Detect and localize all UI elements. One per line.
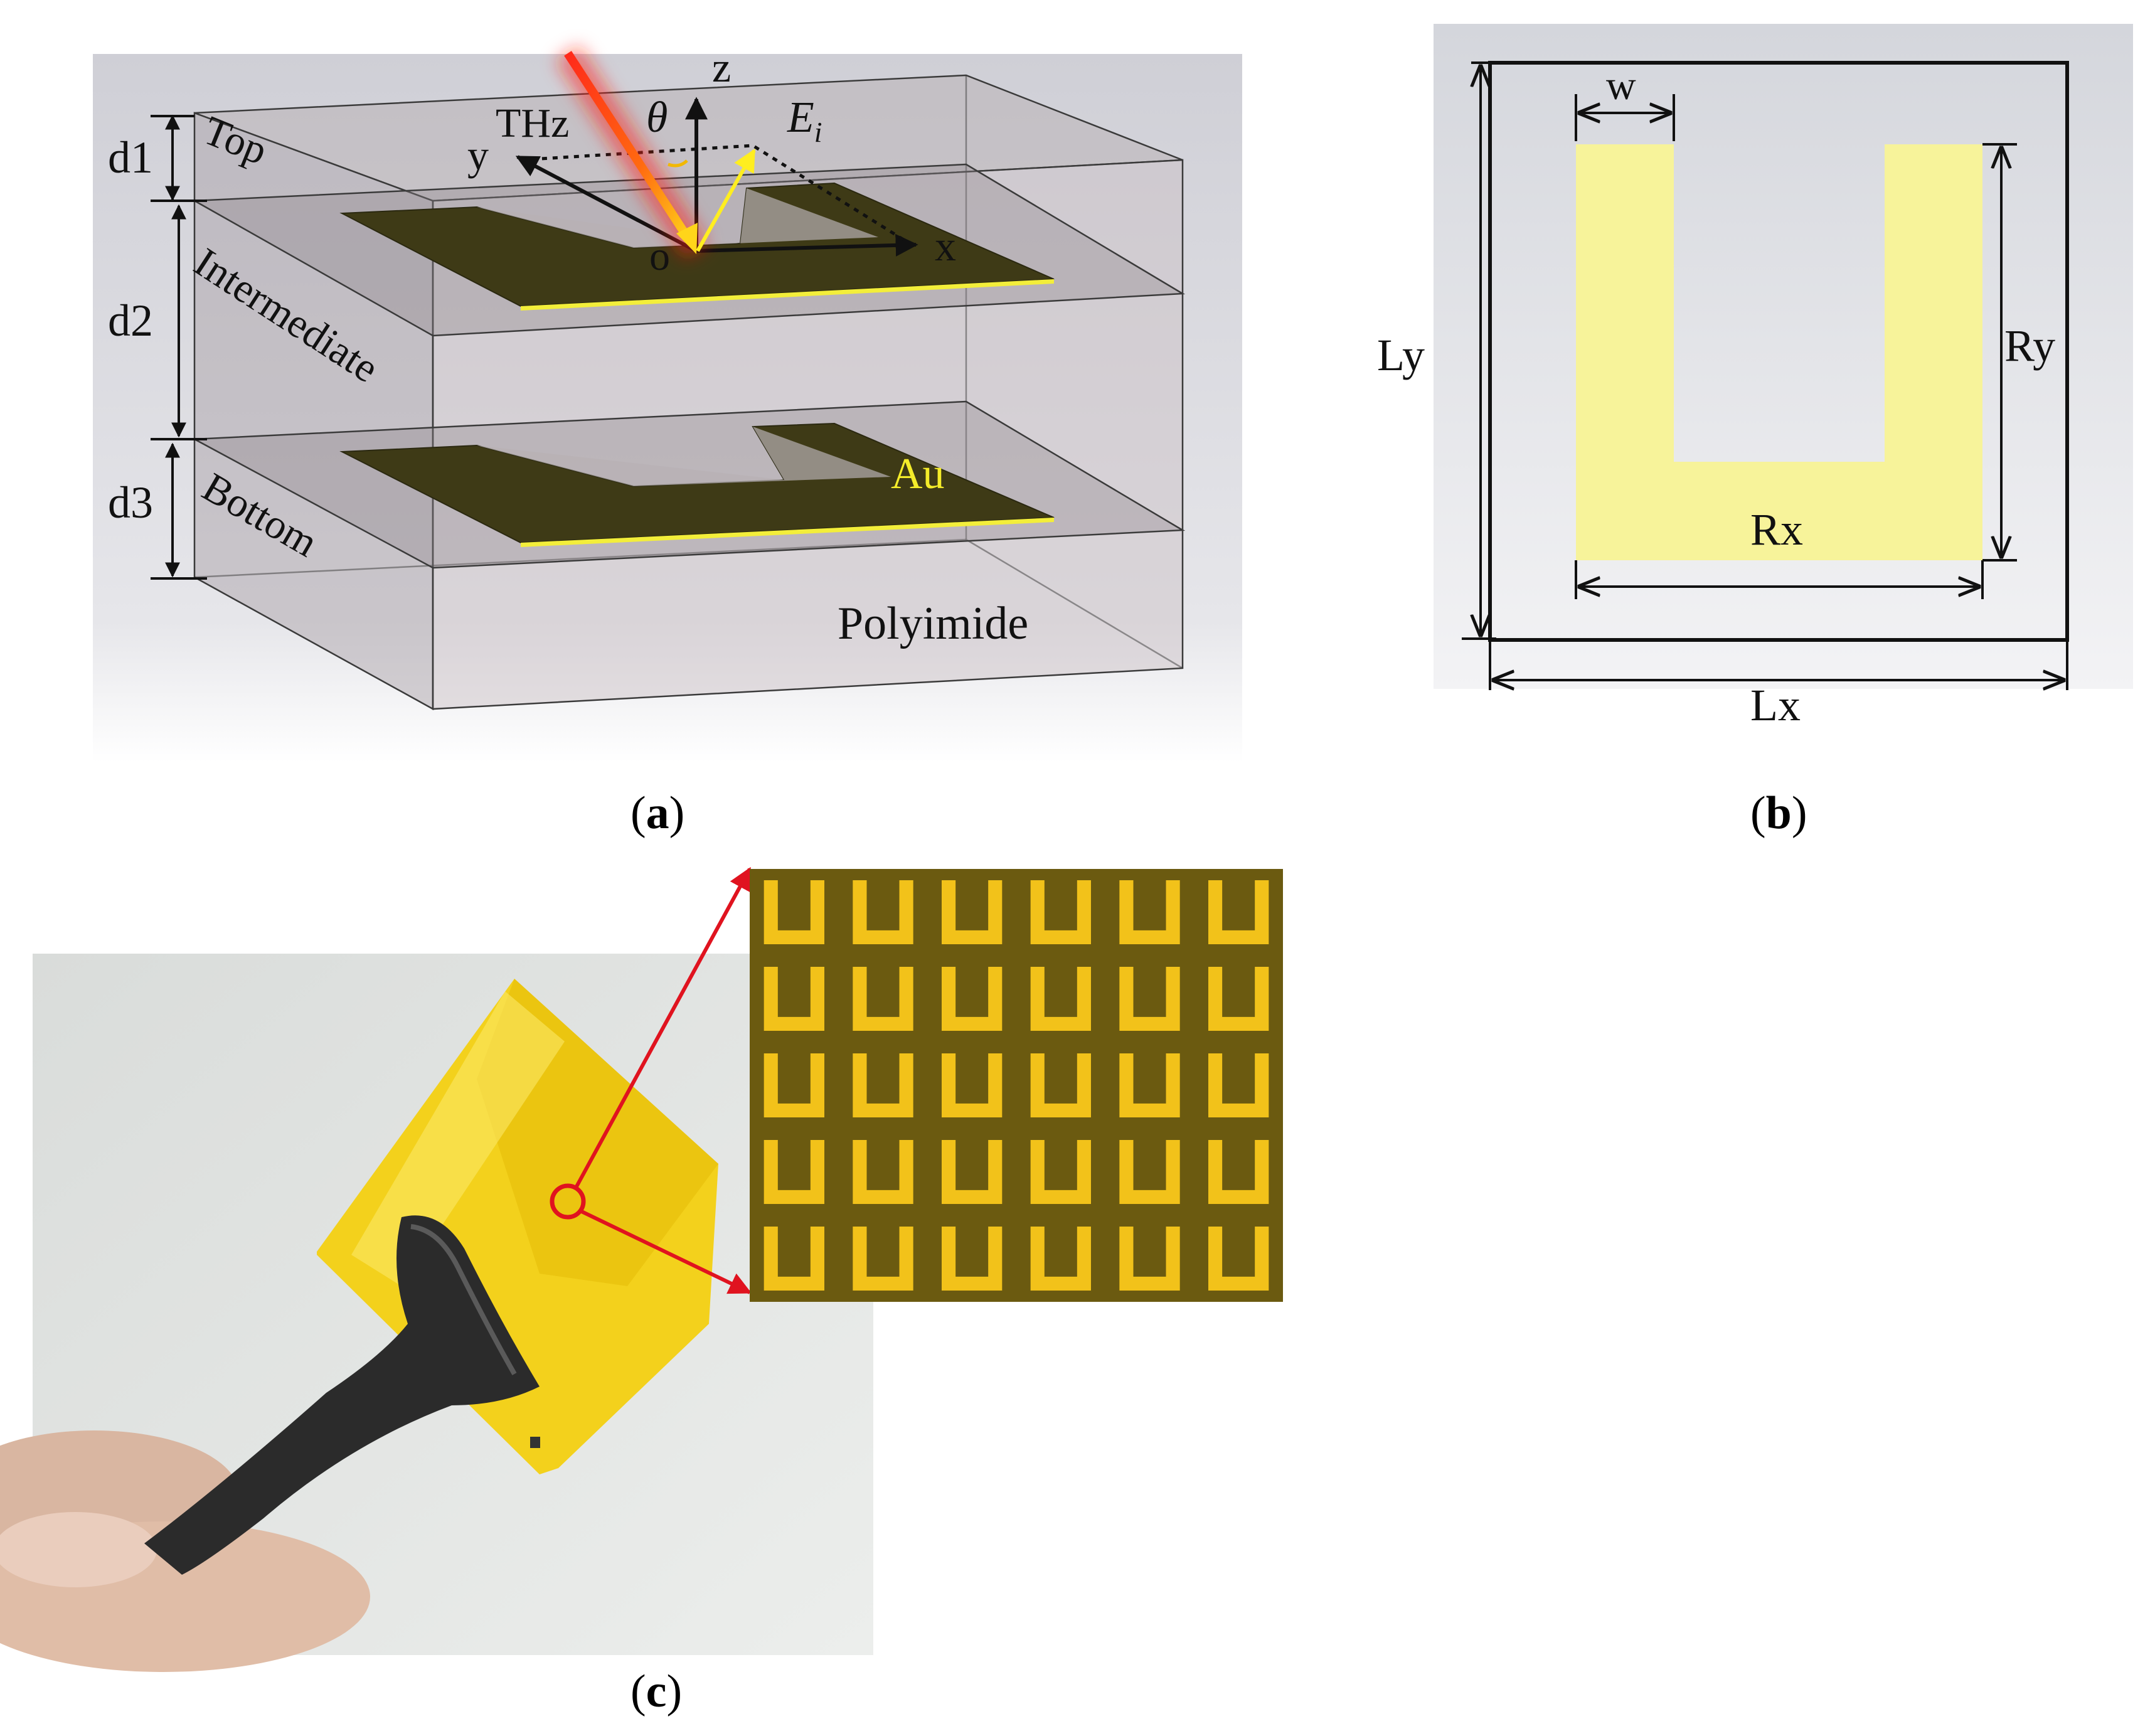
micrograph-u-cell bbox=[941, 1226, 1003, 1291]
micrograph-u-cell bbox=[1030, 1053, 1091, 1118]
caption-c: (c) bbox=[631, 1666, 682, 1717]
axis-label-z: z bbox=[712, 43, 731, 91]
film-corner-mark bbox=[530, 1437, 540, 1448]
label-w: w bbox=[1606, 63, 1636, 109]
thickness-dimensions bbox=[151, 114, 207, 580]
origin-label: o bbox=[649, 233, 670, 279]
label-ly: Ly bbox=[1377, 330, 1425, 380]
au-label: Au bbox=[891, 450, 945, 498]
micrograph-u-cell bbox=[764, 880, 824, 945]
micrograph-u-cell bbox=[1208, 966, 1269, 1031]
micrograph-u-cell bbox=[1119, 880, 1180, 945]
micrograph-u-cell bbox=[1119, 966, 1180, 1031]
micrograph-u-cell bbox=[853, 1139, 913, 1205]
micrograph-u-cell bbox=[764, 966, 824, 1031]
panel-c-photo bbox=[0, 866, 1283, 1672]
magnifier-circle bbox=[550, 1183, 586, 1220]
e-field-label: Ei bbox=[787, 93, 822, 148]
caption-a: (a) bbox=[631, 787, 684, 839]
substrate-box bbox=[191, 74, 1186, 711]
label-lx: Lx bbox=[1750, 680, 1801, 730]
caption-b: (b) bbox=[1750, 787, 1807, 839]
film-highlight bbox=[351, 991, 565, 1286]
micrograph-u-cell bbox=[853, 1226, 913, 1291]
micrograph-u-cell bbox=[1208, 880, 1269, 945]
micrograph-u-cell bbox=[764, 1053, 824, 1118]
top-u-resonator bbox=[339, 182, 1055, 311]
micrograph-u-cell bbox=[1119, 1139, 1180, 1205]
thz-incident-beam bbox=[556, 45, 708, 259]
panel-a-3d-schematic: Top Intermediate Bottom d1 d2 d3 z x y o bbox=[93, 43, 1242, 763]
finger-nail bbox=[0, 1512, 157, 1587]
label-d1: d1 bbox=[108, 132, 153, 183]
micrograph-u-cell bbox=[941, 1139, 1003, 1205]
micrograph-u-cell bbox=[1030, 966, 1091, 1031]
label-d3: d3 bbox=[108, 477, 153, 528]
micrograph-u-cell bbox=[853, 1053, 913, 1118]
micrograph-u-cell bbox=[853, 880, 913, 945]
micrograph-u-cell bbox=[1119, 1226, 1180, 1291]
micrograph-u-cell bbox=[1030, 880, 1091, 945]
micrograph-u-cell bbox=[941, 880, 1003, 945]
u-resonator-shape bbox=[1576, 144, 1982, 560]
label-d2: d2 bbox=[108, 296, 153, 346]
micrograph-u-cell bbox=[1030, 1139, 1091, 1205]
e-field-subscript: i bbox=[814, 116, 822, 148]
theta-label: θ bbox=[646, 93, 668, 142]
micrograph-u-cell bbox=[941, 1053, 1003, 1118]
zoom-arrow-bottom bbox=[579, 1209, 752, 1294]
axis-label-y: y bbox=[467, 131, 489, 179]
micrograph-u-cell bbox=[1208, 1139, 1269, 1205]
theta-arc bbox=[668, 159, 688, 168]
polyimide-label: Polyimide bbox=[838, 598, 1028, 649]
tweezers bbox=[144, 1215, 540, 1575]
micrograph-u-cell bbox=[1119, 1053, 1180, 1118]
panel-b-unit-cell: w Ly Ry Rx Lx bbox=[1377, 24, 2133, 730]
micrograph-u-cell bbox=[941, 966, 1003, 1031]
micrograph-background bbox=[750, 869, 1283, 1302]
micrograph-u-cell bbox=[1208, 1053, 1269, 1118]
label-rx: Rx bbox=[1750, 504, 1803, 555]
thz-label: THz bbox=[496, 100, 569, 146]
micrograph-u-cell bbox=[1030, 1226, 1091, 1291]
zoom-arrow-top bbox=[574, 866, 752, 1189]
bottom-u-resonator bbox=[339, 422, 1055, 547]
e-field-vector bbox=[696, 148, 756, 252]
u-array bbox=[764, 880, 1269, 1291]
label-ry: Ry bbox=[2004, 321, 2055, 371]
tweezers-highlight bbox=[410, 1224, 517, 1375]
micrograph-u-cell bbox=[764, 1226, 824, 1291]
axis-label-x: x bbox=[935, 222, 956, 270]
dimension-lines-b bbox=[1462, 61, 2068, 690]
micrograph-inset bbox=[750, 869, 1283, 1302]
micrograph-u-cell bbox=[1208, 1226, 1269, 1291]
micrograph-u-cell bbox=[764, 1139, 824, 1205]
micrograph-u-cell bbox=[853, 966, 913, 1031]
